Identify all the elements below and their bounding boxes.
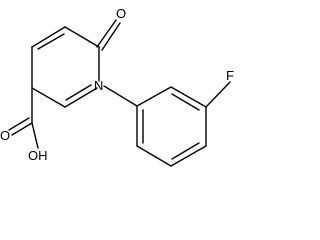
atom-o-keto: O [116, 6, 126, 21]
bond-b1-b2 [170, 86, 207, 108]
bond-c2-n-inner [65, 84, 92, 101]
bond-c-o-2 [8, 117, 30, 131]
bond-ch2-b1 [136, 86, 172, 107]
bond-c3-c2 [31, 87, 66, 108]
atom-o-carbonyl: O [0, 128, 10, 143]
structure-diagram: O N F O OH [0, 6, 234, 167]
bond-n-ch2 [103, 85, 138, 107]
bond-b3-b4 [170, 145, 207, 167]
bond-c6-c5 [64, 26, 100, 48]
bond-b4-b5 [136, 145, 172, 167]
bond-c5-c4 [31, 26, 66, 48]
bond-b1-b2-inner [171, 93, 200, 111]
bond-b2-f [205, 81, 231, 108]
atom-f: F [226, 68, 234, 83]
atom-oh: OH [28, 148, 48, 163]
bond-c-oh [31, 122, 39, 149]
bond-c6-o-1 [96, 19, 117, 48]
bond-c2-n [64, 87, 98, 108]
bond-b3-b4-inner [171, 142, 200, 160]
bond-c5-c4-inner [37, 33, 65, 50]
bond-c6-o-2 [101, 22, 121, 51]
atom-n: N [94, 78, 103, 93]
bond-c-o-1 [11, 122, 33, 136]
